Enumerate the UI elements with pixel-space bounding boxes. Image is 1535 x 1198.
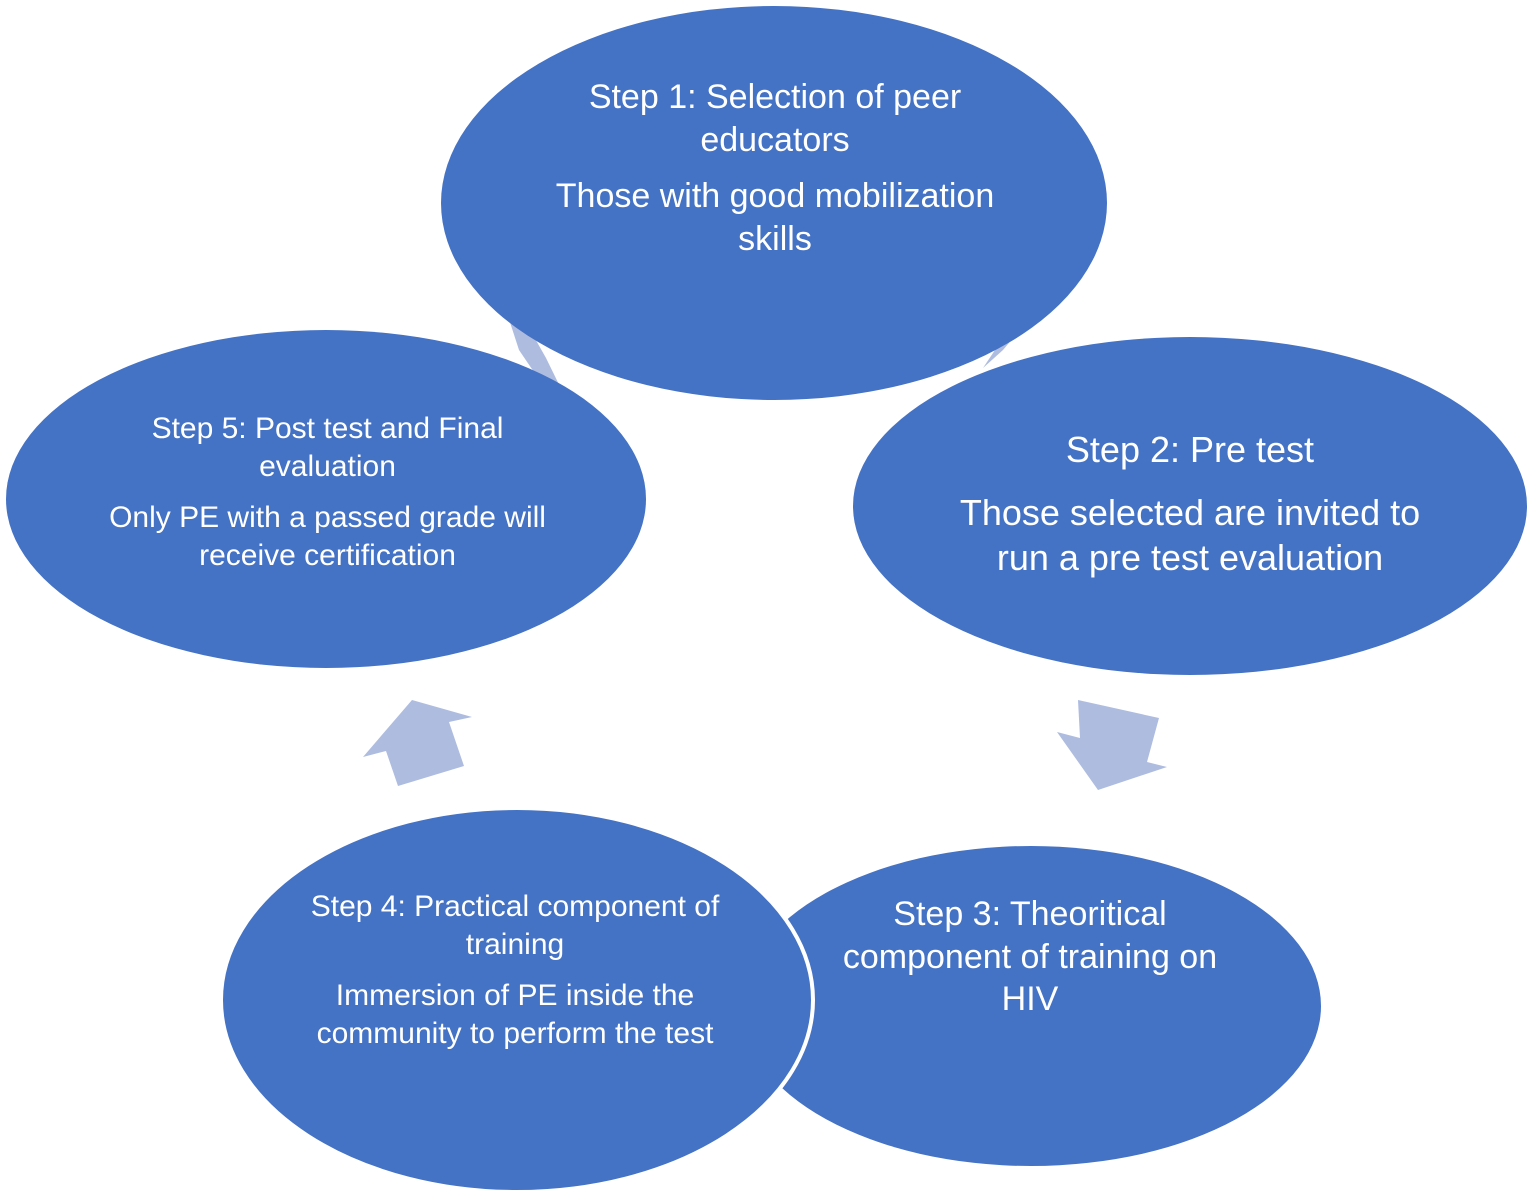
step5-label: Step 5: Post test and Final evaluation O… [95, 410, 560, 574]
arrow-down-left-icon [1057, 700, 1167, 790]
arrow-up-left-icon [363, 700, 472, 786]
step5-description: Only PE with a passed grade will receive… [109, 501, 546, 572]
step3-title: Step 3: Theoritical component of trainin… [842, 895, 1218, 1018]
step5-title: Step 5: Post test and Final evaluation [151, 412, 504, 483]
step1-title: Step 1: Selection of peer educators [588, 78, 962, 159]
step4-description: Immersion of PE inside the community to … [316, 979, 714, 1050]
step1-description: Those with good mobilization skills [555, 177, 995, 258]
step1-label: Step 1: Selection of peer educators Thos… [540, 76, 1010, 260]
step4-label: Step 4: Practical component of training … [285, 888, 745, 1052]
step2-label: Step 2: Pre test Those selected are invi… [930, 427, 1450, 580]
step4-title: Step 4: Practical component of training [310, 890, 720, 961]
node-step5 [6, 330, 646, 668]
connector-step2-to-step3 [1057, 700, 1167, 790]
connector-step4-to-step5 [363, 700, 472, 786]
node-step4 [219, 806, 815, 1194]
node-step2 [853, 337, 1527, 675]
step3-label: Step 3: Theoritical component of trainin… [820, 893, 1240, 1021]
step2-description: Those selected are invited to run a pre … [959, 492, 1421, 578]
node-step3 [741, 846, 1321, 1166]
step2-title: Step 2: Pre test [1065, 429, 1315, 470]
node-step1 [441, 6, 1107, 400]
